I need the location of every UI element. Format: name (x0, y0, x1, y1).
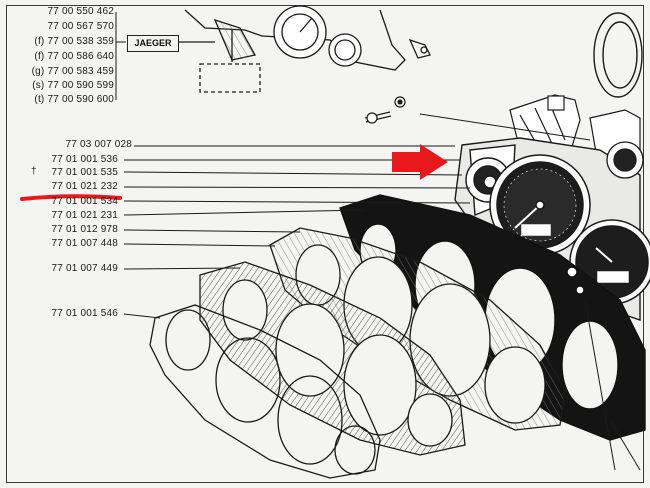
speedometer (489, 154, 591, 256)
callout-part-number: 77 01 007 448 (51, 238, 118, 249)
callout-part-number: 77 01 001 546 (51, 308, 118, 319)
part-number: (t) 77 00 590 600 (34, 94, 114, 105)
part-number: (s) 77 00 590 599 (32, 80, 114, 91)
auxiliary-gauge (606, 141, 644, 179)
part-number: 77 00 567 570 (47, 21, 114, 32)
clock-ring (593, 12, 643, 98)
front-gasket (199, 261, 466, 456)
dagger-symbol: † (31, 166, 37, 177)
mounting-screws (364, 96, 406, 124)
jaeger-label: JAEGER (127, 35, 179, 52)
part-number: (f) 77 00 538 359 (34, 36, 114, 47)
callout-part-number: 77 01 001 536 (51, 154, 118, 165)
callout-part-number: 77 01 001 535 (51, 167, 118, 178)
red-arrow-marker (392, 144, 448, 180)
leader-lines (123, 113, 641, 471)
callout-part-number: 77 01 007 449 (51, 263, 118, 274)
callout-part-number: 77 01 012 978 (51, 224, 118, 235)
highlighted-part-number: 77 01 021 232 (51, 181, 118, 192)
list-brace (115, 12, 126, 100)
part-number: (g) 77 00 583 459 (31, 66, 114, 77)
upper-instrument-assembly (178, 5, 431, 93)
middle-gasket (269, 227, 566, 431)
red-underline-highlight (20, 194, 122, 201)
callout-part-number: 77 01 001 534 (51, 196, 118, 207)
callout-part-number: 77 01 021 231 (51, 210, 118, 221)
part-number: (f) 77 00 586 640 (34, 51, 114, 62)
part-number: 77 00 550 462 (47, 6, 114, 17)
callout-part-number: 77 03 007 028 (65, 139, 132, 150)
outline-seal (149, 304, 381, 479)
